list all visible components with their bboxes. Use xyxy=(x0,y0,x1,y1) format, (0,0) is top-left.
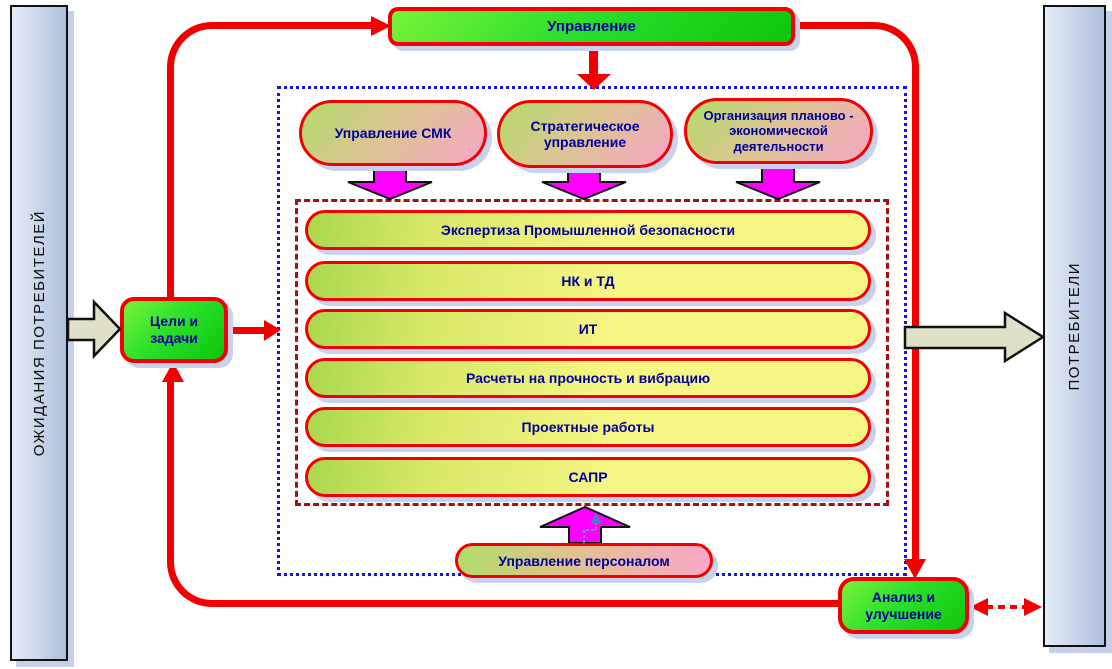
consumers-bar: ПОТРЕБИТЕЛИ xyxy=(1043,5,1106,647)
process-bar-expertise-label: Экспертиза Промышленной безопасности xyxy=(440,222,736,238)
bubble-strategy-label: Стратегическое управление xyxy=(530,118,640,150)
bubble-smk: Управление СМК xyxy=(299,100,487,166)
goals-right-stem xyxy=(228,327,266,334)
process-bar-sapr-label: САПР xyxy=(568,469,608,485)
bubble-smk-label: Управление СМК xyxy=(334,125,452,141)
connector-analysis-to-goals xyxy=(167,378,841,607)
goals-box: Цели и задачи xyxy=(120,297,228,363)
process-bar-it: ИТ xyxy=(305,309,871,349)
bubble-planning-label: Организация планово - экономической деят… xyxy=(703,107,854,154)
process-bar-sapr: САПР xyxy=(305,457,871,497)
management-box-label: Управление xyxy=(547,18,636,35)
bubble-strategy: Стратегическое управление xyxy=(497,100,673,168)
process-bar-design: Проектные работы xyxy=(305,407,871,447)
expectations-bar: ОЖИДАНИЯ ПОТРЕБИТЕЛЕЙ xyxy=(10,5,68,661)
analysis-box: Анализ и улучшение xyxy=(838,577,969,634)
process-bar-nk-td: НК и ТД xyxy=(305,261,871,301)
connector-management-to-analysis xyxy=(795,22,919,560)
process-bar-nk-td-label: НК и ТД xyxy=(561,273,615,289)
personnel-box-label: Управление персоналом xyxy=(498,552,670,569)
process-bar-expertise: Экспертиза Промышленной безопасности xyxy=(305,210,871,250)
process-bar-design-label: Проектные работы xyxy=(521,419,655,435)
management-down-stem xyxy=(589,45,598,76)
core-processes-boundary xyxy=(295,199,889,506)
process-bar-it-label: ИТ xyxy=(578,321,598,337)
expectations-to-goals-arrow-icon xyxy=(66,298,122,360)
management-box: Управление xyxy=(388,7,795,46)
dashed-arrowhead-right-icon xyxy=(1024,598,1042,616)
dashed-arrowhead-left-icon xyxy=(970,598,988,616)
process-bar-strength-label: Расчеты на прочность и вибрацию xyxy=(465,370,711,386)
boundary-to-consumers-arrow-icon xyxy=(903,310,1046,364)
connector-goals-to-management xyxy=(167,22,375,298)
expectations-bar-label: ОЖИДАНИЯ ПОТРЕБИТЕЛЕЙ xyxy=(30,209,48,457)
goals-box-label: Цели и задачи xyxy=(149,313,199,346)
consumers-bar-label: ПОТРЕБИТЕЛИ xyxy=(1066,261,1083,391)
arrowhead-into-analysis-icon xyxy=(904,559,926,579)
bubble-planning: Организация планово - экономической деят… xyxy=(684,98,873,164)
personnel-box: Управление персоналом xyxy=(455,543,713,578)
process-bar-strength: Расчеты на прочность и вибрацию xyxy=(305,358,871,398)
analysis-box-label: Анализ и улучшение xyxy=(865,588,942,622)
